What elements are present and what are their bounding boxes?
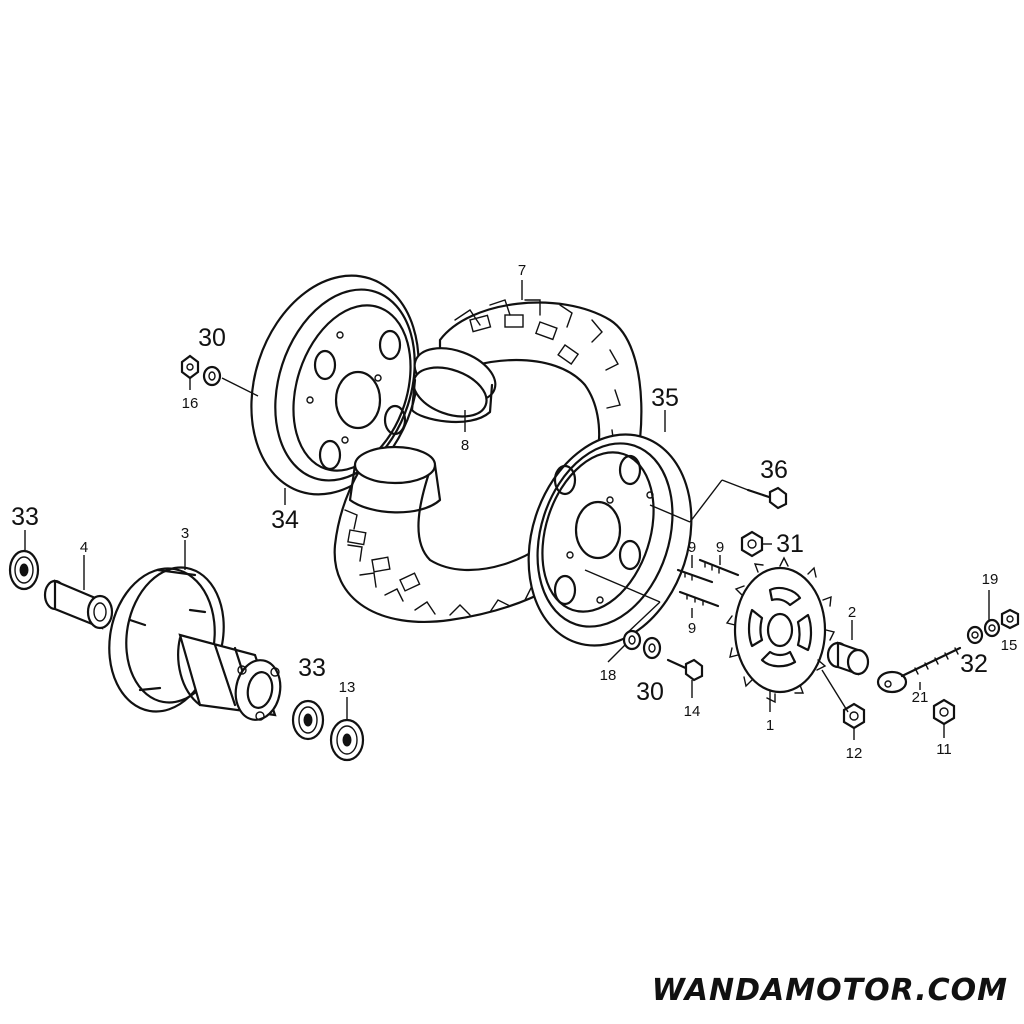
rim-half-right (527, 433, 693, 647)
callout-c15: 15 (1001, 637, 1018, 654)
callout-c9c: 9 (688, 620, 696, 637)
callout-c34: 34 (271, 506, 299, 534)
leader-lines (24, 280, 990, 740)
callout-c14: 14 (684, 703, 701, 720)
oil-seal (329, 718, 365, 762)
callout-c33a: 33 (11, 503, 39, 531)
callout-c19: 19 (982, 571, 999, 588)
callout-c33b: 33 (298, 654, 326, 682)
washer-19 (983, 618, 1001, 638)
nut-12 (842, 702, 866, 730)
callout-c9b: 9 (716, 539, 724, 556)
callout-c30a: 30 (198, 324, 226, 352)
nut-16 (180, 354, 200, 380)
callout-c9a: 9 (688, 539, 696, 556)
callout-c30b: 30 (636, 678, 664, 706)
callout-c21: 21 (912, 689, 929, 706)
watermark-logo: WANDAMOTOR.COM (651, 973, 1008, 1008)
studs-9 (676, 558, 740, 608)
callout-c35: 35 (651, 384, 679, 412)
callout-c1: 1 (766, 717, 774, 734)
callout-c7: 7 (518, 262, 526, 279)
bearing-left (8, 549, 40, 591)
washer-32 (966, 625, 984, 645)
rim-half-left (250, 274, 420, 496)
callout-labels: 7 30 16 8 35 36 34 33 4 3 31 9 9 9 19 2 … (11, 262, 1017, 762)
callout-c32: 32 (960, 650, 988, 678)
callout-c12: 12 (846, 745, 863, 762)
nut-11 (932, 698, 956, 726)
bearing-right (291, 699, 325, 741)
washer-30-right (642, 636, 662, 660)
spacer (826, 641, 870, 676)
washer-30-left (202, 365, 222, 387)
wheel-hub (108, 566, 282, 721)
hub-collar (43, 579, 114, 630)
nut-15 (1000, 608, 1020, 630)
nut-31 (740, 530, 764, 558)
bolt-36 (746, 486, 788, 510)
callout-c3: 3 (181, 525, 189, 542)
callout-c4: 4 (80, 539, 88, 556)
callout-c8: 8 (461, 437, 469, 454)
sprocket (725, 556, 836, 704)
washer-18 (622, 629, 642, 651)
callout-c2: 2 (848, 604, 856, 621)
callout-c36: 36 (760, 456, 788, 484)
callout-c13: 13 (339, 679, 356, 696)
chain-adjuster (876, 646, 962, 694)
callout-c18: 18 (600, 667, 617, 684)
inner-tube (348, 347, 497, 514)
bolt-14 (666, 658, 704, 682)
callout-c11: 11 (936, 741, 952, 758)
callout-c31: 31 (776, 530, 804, 558)
callout-c16: 16 (182, 395, 199, 412)
